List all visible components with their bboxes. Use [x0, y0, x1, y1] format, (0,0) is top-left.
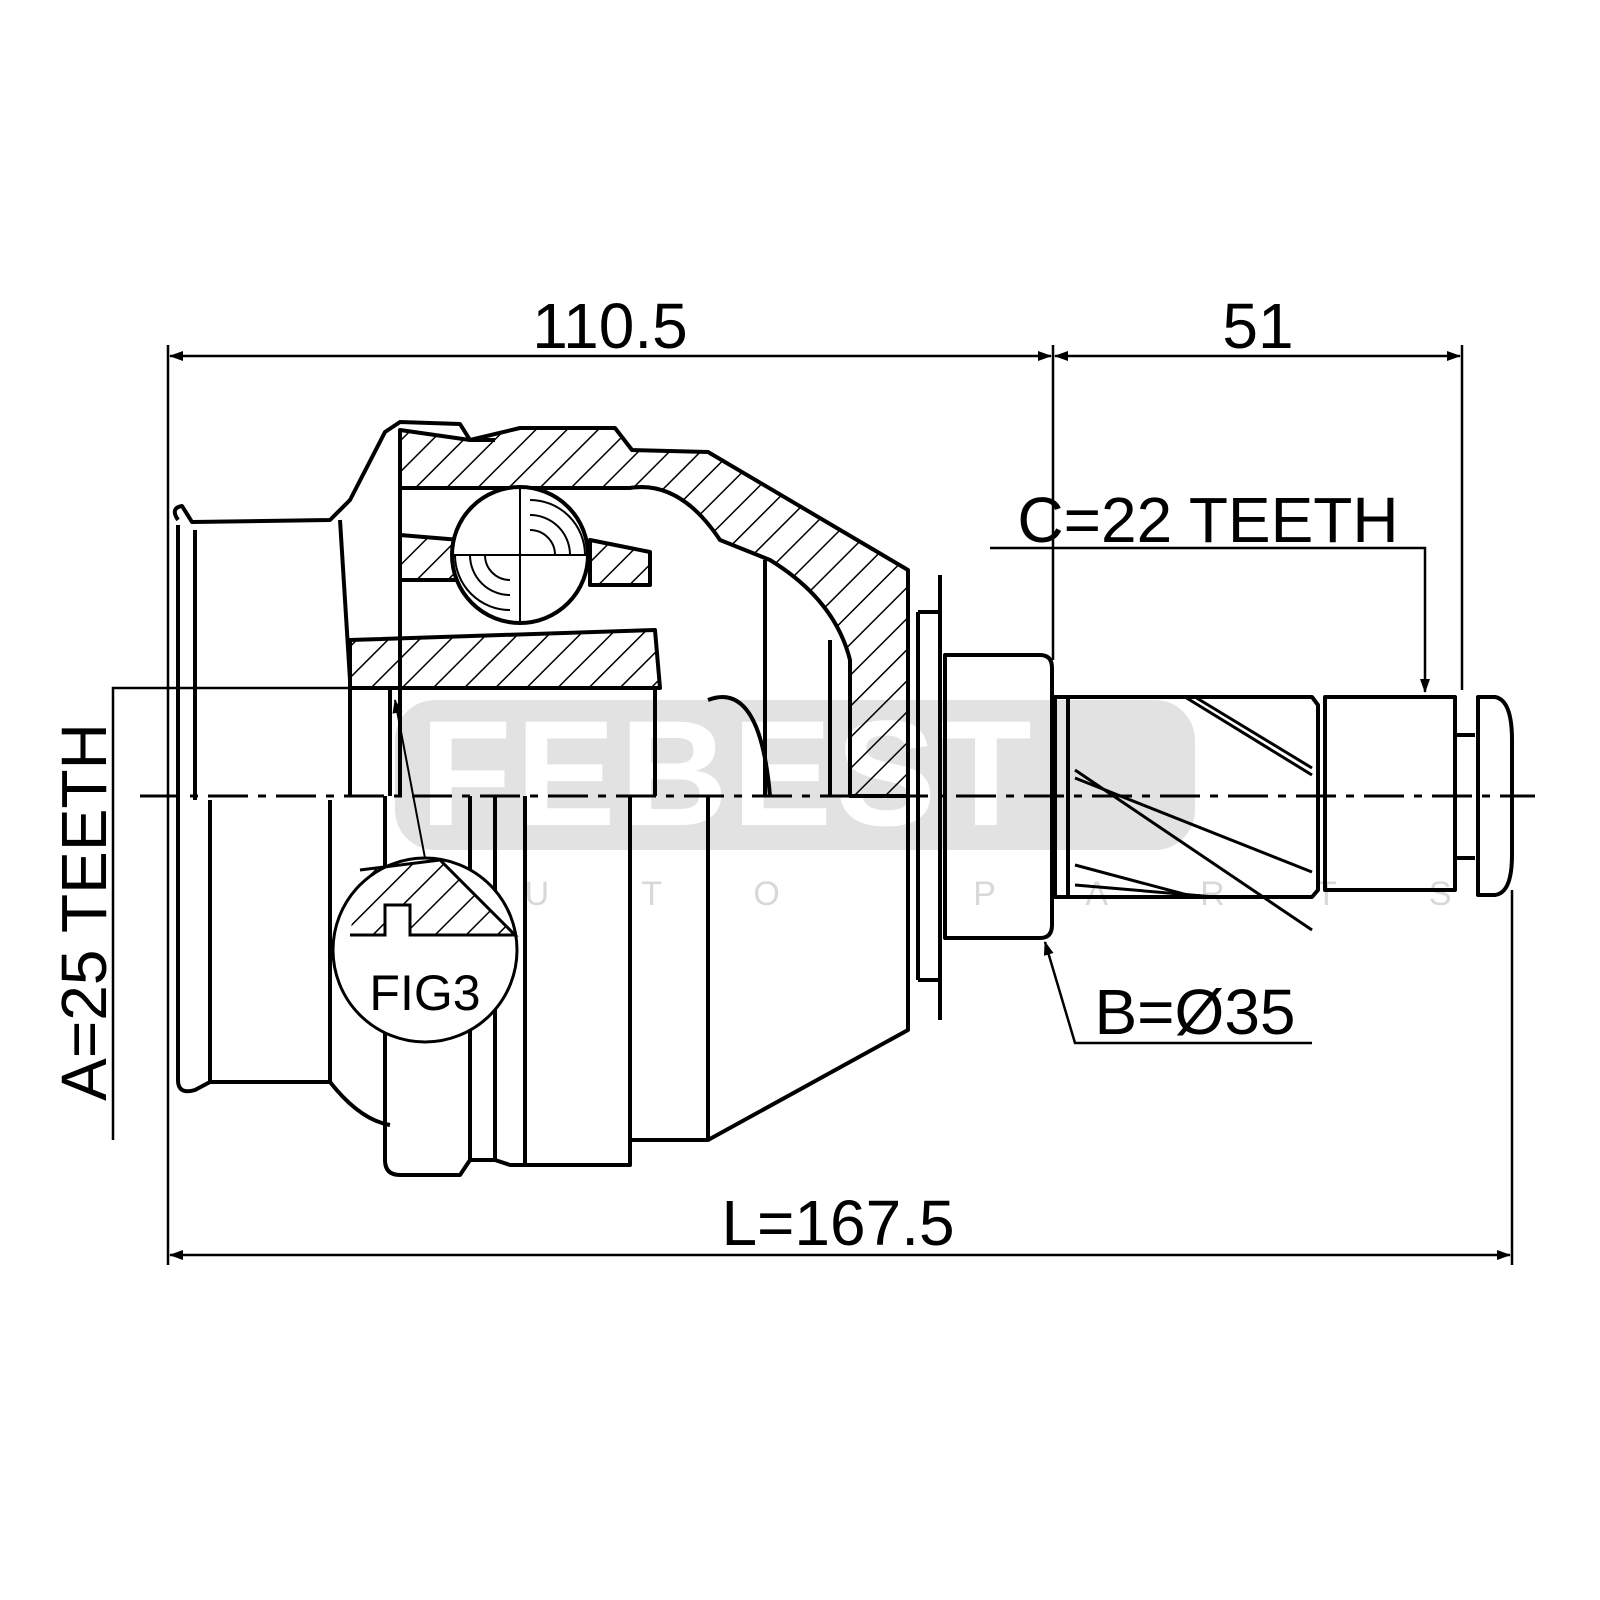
shaft-collar [943, 653, 1054, 940]
inner-race [348, 628, 662, 690]
dim-inner-spline: A=25 TEETH [48, 723, 120, 1101]
dim-outer-spline: C=22 TEETH [1017, 484, 1398, 556]
dimension-lines [111, 345, 1514, 1265]
cage-right [588, 538, 652, 587]
spline-section [1053, 695, 1320, 899]
housing-section [398, 426, 910, 798]
fig3-label: FIG3 [369, 965, 480, 1021]
outer-spline-ring [1323, 695, 1457, 892]
housing-inner-lines [348, 488, 832, 797]
watermark-tagline: AUTO PARTS [410, 875, 1544, 913]
housing-external [383, 796, 910, 1177]
shaft-end [1455, 695, 1514, 897]
ball-section-lines [452, 487, 588, 623]
watermark: FEBEST AUTO PARTS [395, 689, 1544, 913]
dim-seal-diameter: B=Ø35 [1094, 976, 1295, 1048]
watermark-brand: FEBEST [420, 689, 1036, 857]
dim-shaft-length: 51 [1222, 290, 1293, 362]
fig3-detail: FIG3 [331, 699, 519, 1044]
dim-housing-length: 110.5 [532, 290, 687, 362]
dim-total-length: L=167.5 [721, 1187, 954, 1259]
